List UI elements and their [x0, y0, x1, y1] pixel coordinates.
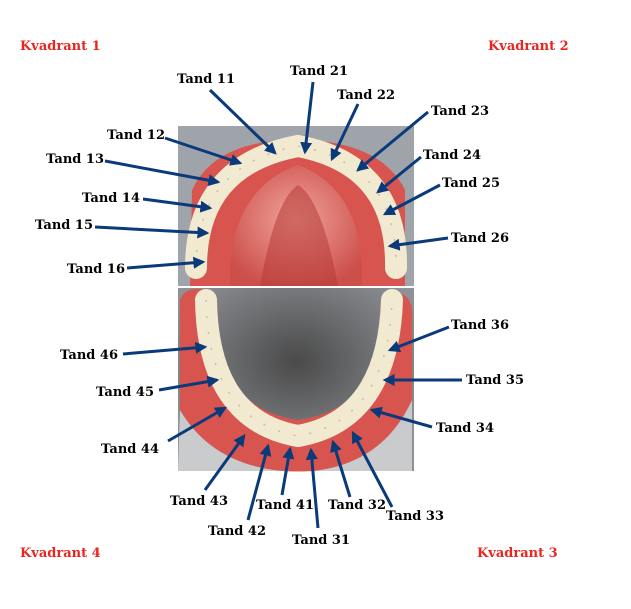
tooth-45: Tand 45	[96, 375, 220, 400]
tooth-25-label: Tand 25	[442, 176, 500, 191]
tooth-31-arrow	[305, 447, 320, 529]
tooth-25: Tand 25	[382, 176, 500, 216]
quadrant-3-label: Kvadrant 3	[477, 546, 558, 561]
tooth-12-label: Tand 12	[107, 128, 165, 143]
tooth-42-label: Tand 42	[208, 524, 266, 539]
tooth-42-arrow	[246, 443, 272, 521]
tooth-44-arrow	[167, 406, 228, 443]
tooth-43-label: Tand 43	[170, 494, 228, 509]
tooth-36: Tand 36	[387, 318, 509, 353]
tooth-16-label: Tand 16	[67, 262, 125, 277]
tooth-45-arrow	[158, 375, 220, 392]
tooth-35: Tand 35	[382, 373, 524, 388]
tooth-11-arrow	[208, 88, 277, 155]
tooth-12-arrow	[164, 136, 243, 166]
tooth-11-label: Tand 11	[177, 72, 235, 87]
tooth-43: Tand 43	[170, 434, 246, 509]
tooth-24-arrow	[376, 155, 422, 194]
tooth-34-arrow	[369, 406, 433, 429]
tooth-46-label: Tand 46	[60, 348, 118, 363]
tooth-41-arrow	[280, 446, 295, 496]
tooth-24: Tand 24	[376, 148, 481, 194]
tooth-16: Tand 16	[67, 256, 206, 277]
tooth-45-label: Tand 45	[96, 385, 154, 400]
tooth-32: Tand 32	[328, 439, 386, 513]
quadrant-4-label: Kvadrant 4	[20, 546, 101, 561]
tooth-13-label: Tand 13	[46, 152, 104, 167]
tooth-32-label: Tand 32	[328, 498, 386, 513]
tooth-33: Tand 33	[351, 430, 444, 524]
tooth-46-arrow	[122, 341, 208, 356]
tooth-46: Tand 46	[60, 341, 208, 363]
tooth-44: Tand 44	[101, 406, 228, 457]
tooth-43-arrow	[203, 434, 246, 491]
tooth-14-arrow	[142, 197, 213, 213]
tooth-23-label: Tand 23	[431, 104, 489, 119]
tooth-14: Tand 14	[82, 191, 213, 213]
tooth-36-arrow	[387, 325, 450, 353]
tooth-44-label: Tand 44	[101, 442, 159, 457]
tooth-41-label: Tand 41	[256, 498, 314, 513]
tooth-15: Tand 15	[35, 218, 210, 239]
tooth-11: Tand 11	[177, 72, 277, 155]
tooth-22-arrow	[330, 103, 360, 162]
tooth-16-arrow	[126, 256, 206, 270]
tooth-21-arrow	[300, 81, 315, 155]
lower-jaw-photo	[178, 288, 414, 472]
tooth-13-arrow	[104, 159, 221, 187]
tooth-25-arrow	[382, 183, 441, 216]
tooth-34: Tand 34	[369, 406, 494, 436]
tooth-23-arrow	[356, 110, 429, 172]
tooth-23: Tand 23	[356, 104, 489, 172]
tooth-14-label: Tand 14	[82, 191, 140, 206]
tooth-24-label: Tand 24	[423, 148, 481, 163]
tooth-33-arrow	[351, 430, 394, 508]
tooth-35-label: Tand 35	[466, 373, 524, 388]
tooth-12: Tand 12	[107, 128, 243, 166]
quadrant-2-label: Kvadrant 2	[488, 39, 569, 54]
tooth-42: Tand 42	[208, 443, 272, 539]
tooth-26-arrow	[387, 236, 449, 251]
tooth-32-arrow	[330, 439, 352, 498]
quadrant-1-label: Kvadrant 1	[20, 39, 101, 54]
tooth-31: Tand 31	[292, 447, 350, 548]
tooth-13: Tand 13	[46, 152, 221, 187]
tooth-15-arrow	[94, 225, 210, 239]
tooth-31-label: Tand 31	[292, 533, 350, 548]
tooth-26: Tand 26	[387, 231, 509, 251]
tooth-15-label: Tand 15	[35, 218, 93, 233]
tooth-26-label: Tand 26	[451, 231, 509, 246]
tooth-21: Tand 21	[290, 64, 348, 155]
tooth-33-label: Tand 33	[386, 509, 444, 524]
tooth-41: Tand 41	[256, 446, 314, 513]
tooth-22-label: Tand 22	[337, 88, 395, 103]
upper-jaw-photo	[178, 126, 414, 286]
tooth-22: Tand 22	[330, 88, 395, 162]
tooth-36-label: Tand 36	[451, 318, 509, 333]
tooth-21-label: Tand 21	[290, 64, 348, 79]
tooth-34-label: Tand 34	[436, 421, 494, 436]
